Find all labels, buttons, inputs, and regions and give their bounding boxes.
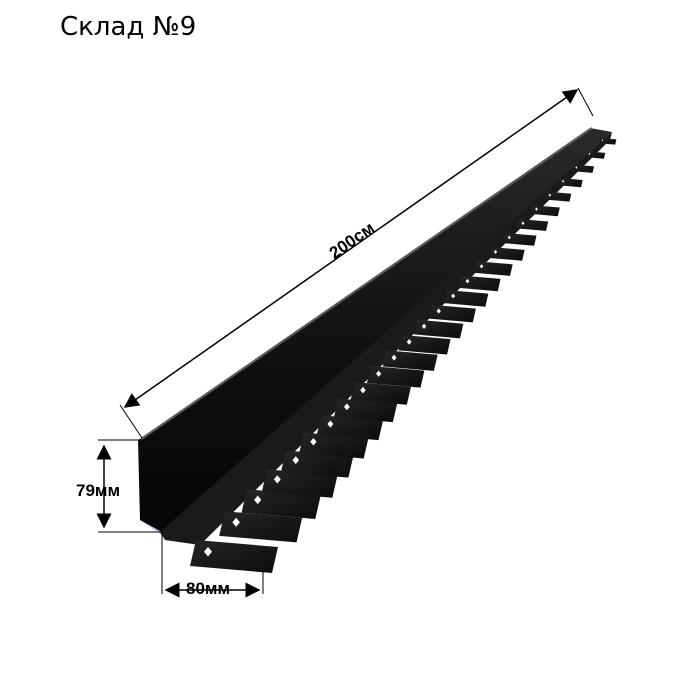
edging-tab	[280, 450, 354, 478]
edging-tabs	[190, 138, 617, 573]
edging-tab	[473, 261, 513, 276]
edging-tab	[241, 489, 321, 520]
edging-tab	[585, 151, 606, 159]
height-label: 79мм	[76, 481, 120, 500]
edging-tab	[444, 290, 489, 307]
edging-tab	[458, 275, 501, 292]
edging-tab	[398, 334, 451, 355]
edging-tab	[190, 540, 278, 573]
edging-tab	[316, 415, 384, 441]
length-dimension-line	[123, 89, 579, 408]
peg-hole	[292, 456, 300, 465]
page-title: Склад №9	[60, 12, 197, 42]
edging-tab	[516, 219, 549, 231]
width-label: 80мм	[186, 579, 230, 598]
peg-hole	[232, 517, 240, 527]
edging-tab	[530, 205, 560, 217]
edging-tab	[219, 511, 303, 543]
peg-hole	[588, 152, 591, 155]
edging-tab	[502, 232, 537, 246]
edging-tab	[413, 319, 464, 339]
edging-flange	[160, 132, 612, 545]
peg-hole	[327, 420, 334, 428]
length-label: 200см	[326, 218, 378, 262]
edging-tab	[261, 469, 338, 498]
peg-hole	[273, 475, 281, 484]
peg-hole	[601, 139, 604, 142]
edging-tab	[299, 432, 369, 459]
edging-wall	[138, 128, 612, 532]
edging-tab	[598, 138, 617, 145]
edging-tab	[487, 246, 525, 261]
edging-tab	[429, 304, 476, 323]
peg-hole	[310, 438, 317, 446]
length-ext-left	[119, 404, 143, 439]
peg-hole	[204, 546, 212, 557]
length-ext-right	[577, 87, 594, 117]
peg-hole	[254, 495, 262, 505]
